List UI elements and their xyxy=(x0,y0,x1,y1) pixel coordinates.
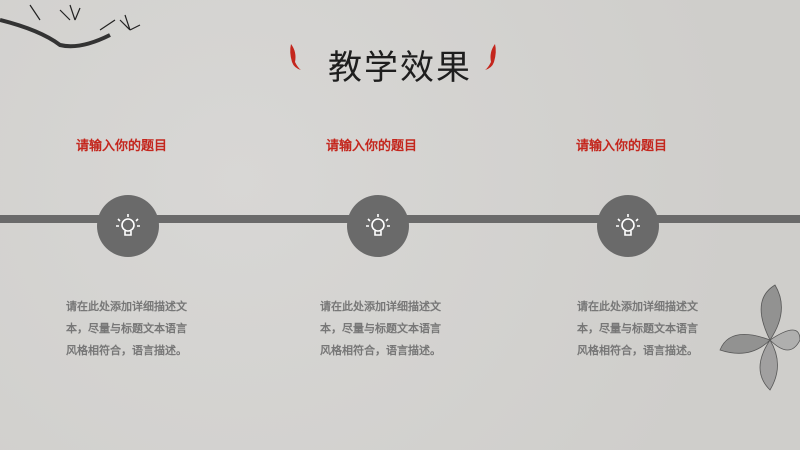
item-heading: 请输入你的题目 xyxy=(576,139,668,154)
lightbulb-icon xyxy=(347,195,409,257)
item-description: 请在此处添加详细描述文本，尽量与标题文本语言风格相符合，语言描述。 xyxy=(320,300,441,357)
item-description: 请在此处添加详细描述文本，尽量与标题文本语言风格相符合，语言描述。 xyxy=(66,300,187,357)
koi-fish-right-decoration xyxy=(485,44,496,70)
pine-branch-decoration xyxy=(0,4,141,49)
lightbulb-icon xyxy=(97,195,159,257)
lightbulb-icon xyxy=(597,195,659,257)
item-heading: 请输入你的题目 xyxy=(326,139,418,154)
koi-fish-left-decoration xyxy=(290,44,301,70)
item-heading: 请输入你的题目 xyxy=(76,139,168,154)
slide-title: 教学效果 xyxy=(328,48,472,88)
lotus-flower-decoration xyxy=(719,284,800,391)
item-description: 请在此处添加详细描述文本，尽量与标题文本语言风格相符合，语言描述。 xyxy=(577,300,698,357)
